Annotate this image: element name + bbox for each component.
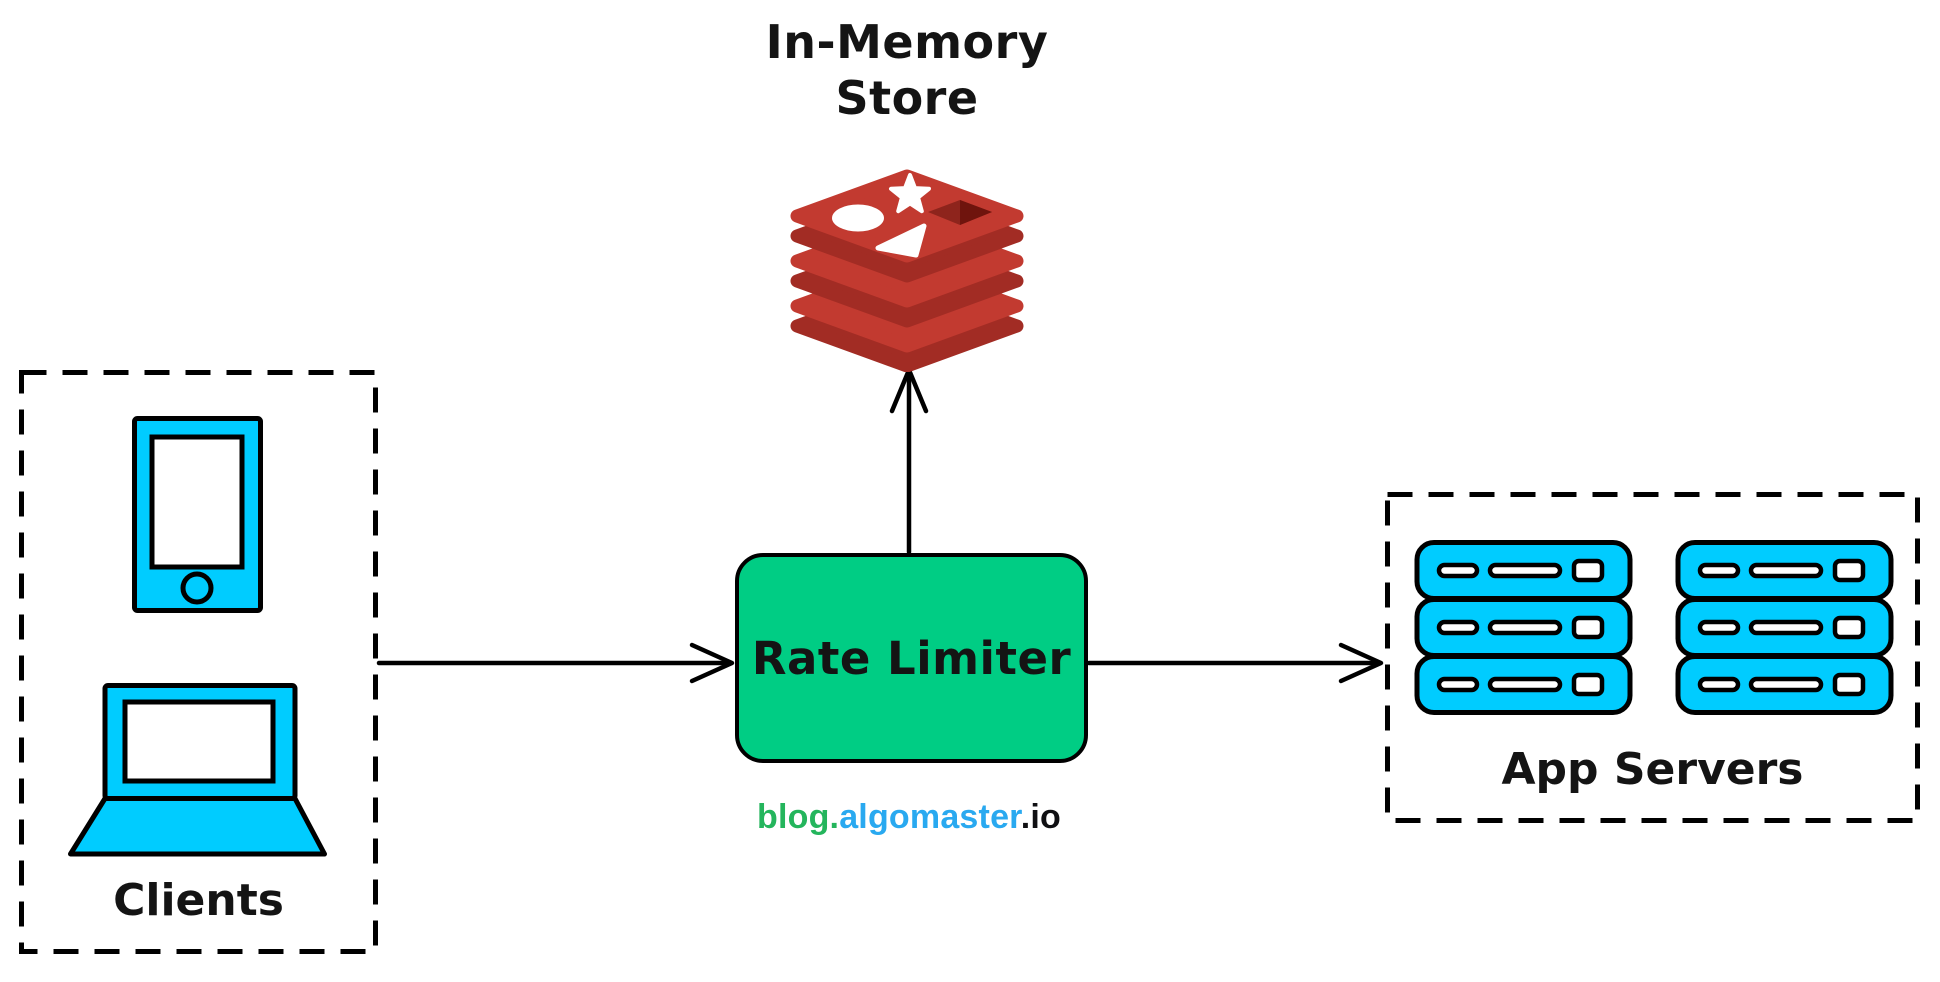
watermark: blog.algomaster.io xyxy=(757,798,1061,837)
ellipse-shape xyxy=(832,204,884,232)
app-servers-dashed-border xyxy=(1385,492,1920,823)
app-servers-box: App Servers xyxy=(1385,492,1920,823)
triangle-shape xyxy=(875,223,927,258)
arrow-clients-to-rate-limiter xyxy=(376,642,735,684)
watermark-algomaster: algomaster xyxy=(839,798,1021,836)
server-stack-icon xyxy=(1414,540,1633,715)
clients-label: Clients xyxy=(113,875,284,926)
clients-dashed-border xyxy=(19,370,378,954)
server-stack-icon xyxy=(1675,540,1894,715)
laptop-icon xyxy=(68,683,327,857)
cube-hole-shadow xyxy=(960,200,992,225)
redis-top-face-shapes xyxy=(832,173,992,258)
watermark-blog: blog. xyxy=(757,798,840,836)
rate-limiter-box: Rate Limiter xyxy=(735,553,1088,763)
store-title: In-Memory Store xyxy=(765,15,1049,126)
rate-limiter-label: Rate Limiter xyxy=(751,631,1072,685)
star-shape xyxy=(889,173,931,214)
arrow-rate-limiter-to-app-servers xyxy=(1086,642,1384,684)
app-servers-label: App Servers xyxy=(1501,744,1804,795)
arrow-rate-limiter-to-store xyxy=(889,367,929,555)
redis-database-icon xyxy=(790,169,1024,372)
watermark-io: .io xyxy=(1020,798,1061,836)
clients-box: Clients xyxy=(19,370,378,954)
smartphone-icon xyxy=(132,416,263,613)
